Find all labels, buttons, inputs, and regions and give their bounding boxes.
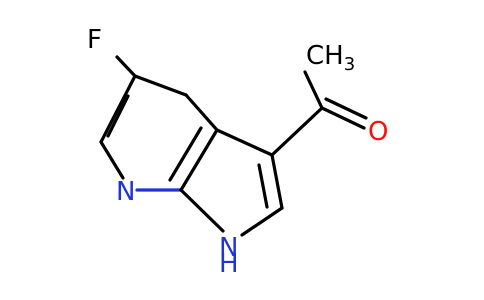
bond-carbonyl-oxygen xyxy=(320,106,366,130)
bond-carbonyl-methyl xyxy=(303,70,324,110)
methyl-main-text: CH xyxy=(306,41,344,71)
bond-carbonyl-oxygen-double xyxy=(324,97,368,120)
bond-c3-carbonyl xyxy=(270,106,324,157)
bond-c5-c6-inner xyxy=(106,94,130,138)
bond-n1-c7a xyxy=(179,188,225,233)
bond-c3-c2 xyxy=(270,153,284,210)
pyridine-nitrogen-label: N xyxy=(116,177,135,207)
bond-c7a-c3a-inner xyxy=(168,126,203,182)
fluorine-label: F xyxy=(87,25,102,55)
bond-c6-n7 xyxy=(99,140,125,180)
bond-c5-f xyxy=(115,55,137,78)
bond-c5-c6 xyxy=(99,74,137,144)
bond-c7a-c3a xyxy=(179,128,219,192)
bond-c2-n1 xyxy=(240,206,284,237)
methyl-label: CH3 xyxy=(306,41,355,75)
pyrrole-hydrogen-label: H xyxy=(219,249,239,279)
bond-c3a-c4 xyxy=(184,93,219,132)
bond-c3a-c3 xyxy=(215,128,274,157)
methyl-subscript: 3 xyxy=(344,54,355,75)
oxygen-label: O xyxy=(368,117,388,147)
bond-c5-c4 xyxy=(133,74,188,97)
pyrrole-nitrogen-label: N xyxy=(219,233,238,263)
bond-c3-c2-inner xyxy=(257,163,269,209)
